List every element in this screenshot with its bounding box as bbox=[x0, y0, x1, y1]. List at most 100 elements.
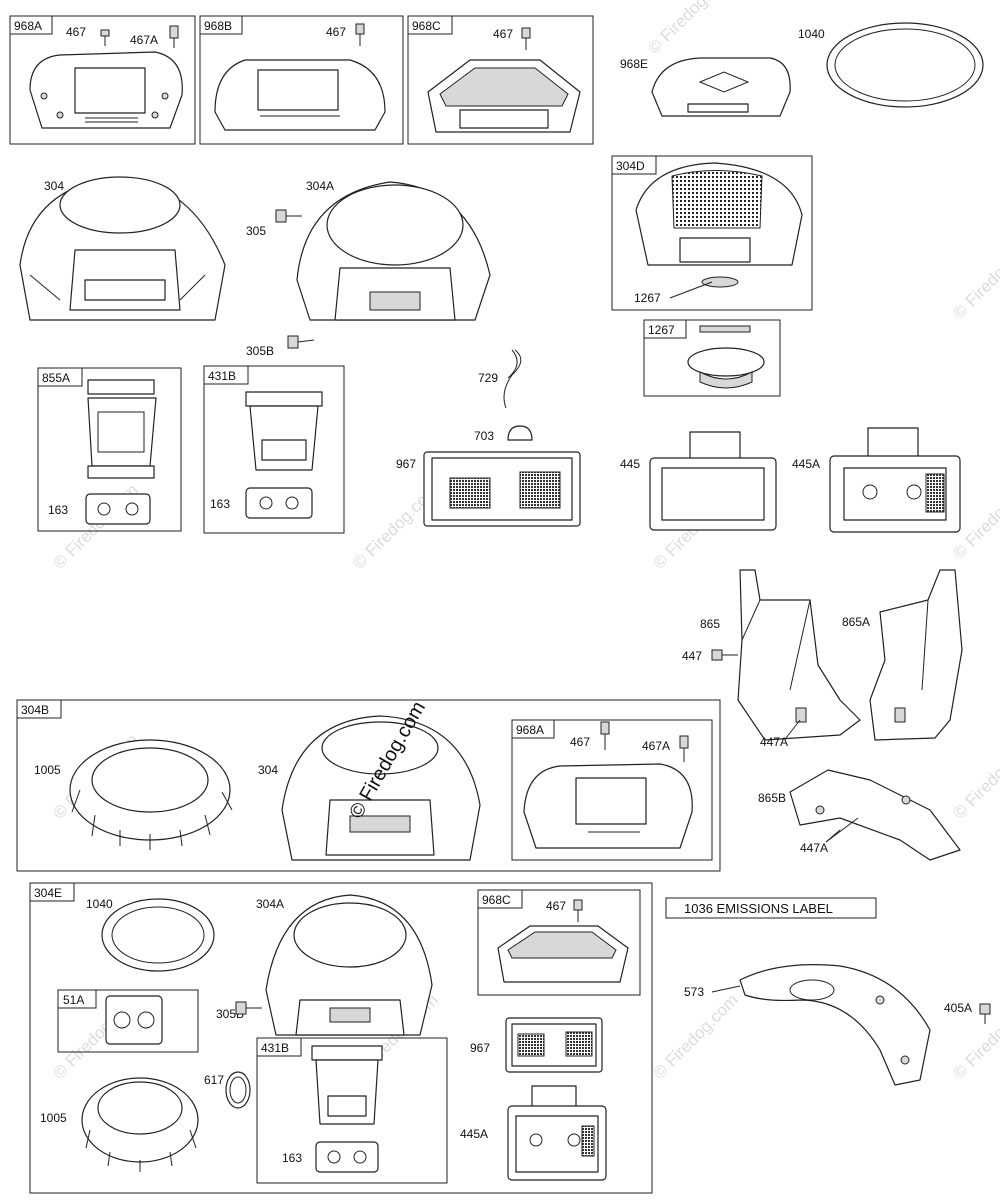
tag-968A-inner bbox=[511, 719, 555, 739]
label-865: 865 bbox=[700, 617, 720, 631]
flywheel-fan-1005 bbox=[69, 739, 233, 850]
screw-icon bbox=[679, 735, 689, 762]
air-filter-445 bbox=[649, 431, 777, 531]
label-405A: 405A bbox=[944, 1001, 972, 1015]
shroud-573 bbox=[739, 964, 931, 1086]
screw-icon bbox=[600, 721, 610, 750]
tag-304E-text: 304E bbox=[34, 886, 62, 900]
box-968B bbox=[199, 15, 404, 145]
tag-1267 bbox=[643, 319, 687, 339]
label-467: 467 bbox=[66, 25, 86, 39]
tag-431B-inner bbox=[256, 1037, 302, 1057]
tag-968C-text: 968C bbox=[412, 19, 441, 33]
hose-clamp-729 bbox=[503, 349, 522, 409]
tag-855A bbox=[37, 367, 83, 387]
blower-cover-968E bbox=[651, 57, 791, 117]
tag-1267-text: 1267 bbox=[648, 323, 675, 337]
tag-51A bbox=[57, 989, 97, 1009]
flywheel-fan-1005 bbox=[81, 1077, 199, 1172]
label-304: 304 bbox=[44, 179, 64, 193]
tag-304B-text: 304B bbox=[21, 703, 49, 717]
tag-968A-text: 968A bbox=[14, 19, 42, 33]
label-703: 703 bbox=[474, 429, 494, 443]
box-968C-inner bbox=[477, 889, 641, 996]
label-304A: 304A bbox=[256, 897, 284, 911]
gasket-51A bbox=[105, 995, 163, 1045]
screw-icon bbox=[100, 29, 110, 46]
box-968A bbox=[9, 15, 196, 145]
label-447A: 447A bbox=[800, 841, 828, 855]
tag-855A-text: 855A bbox=[42, 371, 70, 385]
bolt-icon bbox=[711, 649, 738, 661]
label-304: 304 bbox=[258, 763, 278, 777]
clip-703 bbox=[507, 425, 533, 441]
label-865B: 865B bbox=[758, 791, 786, 805]
label-1005: 1005 bbox=[40, 1111, 67, 1125]
bolt-icon bbox=[287, 335, 315, 349]
watermark-1: © Firedog.com bbox=[644, 0, 736, 58]
label-968E: 968E bbox=[620, 57, 648, 71]
blower-housing-304 bbox=[19, 176, 226, 321]
tag-968B-text: 968B bbox=[204, 19, 232, 33]
box-855A bbox=[37, 367, 182, 532]
bolt-icon bbox=[275, 209, 302, 223]
box-304E bbox=[29, 882, 653, 1194]
box-304B bbox=[16, 699, 721, 872]
tag-968C-inner-text: 968C bbox=[482, 893, 511, 907]
air-filter-445A bbox=[507, 1085, 607, 1181]
bolt-icon bbox=[235, 1001, 262, 1015]
tag-968A-inner-text: 968A bbox=[516, 723, 544, 737]
cylinder-baffle-865 bbox=[737, 569, 861, 741]
label-1040: 1040 bbox=[798, 27, 825, 41]
tag-431B-inner-text: 431B bbox=[261, 1041, 289, 1055]
grommet-1267 bbox=[687, 325, 765, 389]
air-cleaner-base-855A bbox=[87, 379, 157, 479]
ring-screen-1040 bbox=[826, 22, 984, 108]
blower-cover-968C bbox=[427, 59, 581, 133]
tag-304B bbox=[16, 699, 62, 719]
label-163: 163 bbox=[48, 503, 68, 517]
label-445: 445 bbox=[620, 457, 640, 471]
box-1267 bbox=[643, 319, 781, 397]
screw-icon bbox=[521, 27, 531, 50]
leader-line bbox=[669, 281, 713, 299]
label-467: 467 bbox=[493, 27, 513, 41]
air-cleaner-base-431B bbox=[245, 391, 323, 471]
label-967: 967 bbox=[470, 1041, 490, 1055]
blower-housing-304D bbox=[635, 162, 803, 288]
screw-icon bbox=[355, 23, 365, 46]
tag-968C bbox=[407, 15, 453, 35]
tag-431B-text: 431B bbox=[208, 369, 236, 383]
air-filter-445A bbox=[829, 427, 961, 533]
label-729: 729 bbox=[478, 371, 498, 385]
cylinder-baffle-865B bbox=[789, 769, 961, 861]
blower-housing-304 bbox=[281, 715, 481, 861]
blower-cover-968A bbox=[523, 763, 693, 849]
o-ring-617 bbox=[225, 1071, 251, 1109]
tag-968C-inner bbox=[477, 889, 523, 909]
tag-304D-text: 304D bbox=[616, 159, 645, 173]
cylinder-baffle-865A bbox=[869, 569, 963, 741]
label-447: 447 bbox=[682, 649, 702, 663]
label-573: 573 bbox=[684, 985, 704, 999]
box-968C bbox=[407, 15, 594, 145]
screw-icon bbox=[573, 899, 583, 922]
label-163: 163 bbox=[210, 497, 230, 511]
blower-housing-304A bbox=[296, 181, 491, 321]
label-305: 305 bbox=[246, 224, 266, 238]
label-163: 163 bbox=[282, 1151, 302, 1165]
label-1267: 1267 bbox=[634, 291, 661, 305]
box-51A bbox=[57, 989, 199, 1053]
ring-screen-1040 bbox=[101, 898, 215, 972]
label-467A: 467A bbox=[130, 33, 158, 47]
air-filter-967 bbox=[423, 451, 581, 527]
watermark-2: © Firedog.com bbox=[949, 230, 1000, 322]
blower-cover-968A bbox=[29, 51, 183, 129]
label-467: 467 bbox=[326, 25, 346, 39]
watermark-7: © Firedog.com bbox=[949, 730, 1000, 822]
leader-line bbox=[711, 985, 741, 993]
label-305B: 305B bbox=[246, 344, 274, 358]
tag-968A bbox=[9, 15, 53, 35]
tag-431B bbox=[203, 365, 249, 385]
